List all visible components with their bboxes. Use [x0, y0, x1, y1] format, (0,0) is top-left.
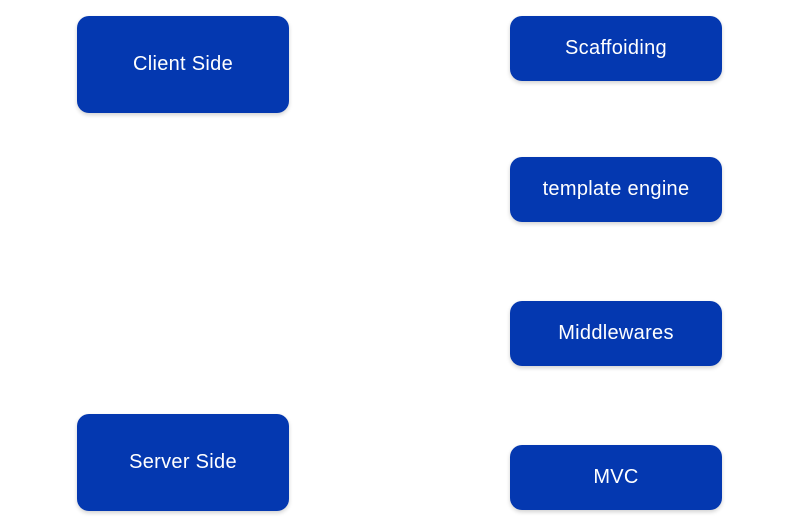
client-side-node: Client Side	[77, 16, 289, 113]
scaffolding-node: Scaffoiding	[510, 16, 722, 81]
middlewares-node: Middlewares	[510, 301, 722, 366]
template-engine-node: template engine	[510, 157, 722, 222]
mvc-node: MVC	[510, 445, 722, 510]
server-side-node: Server Side	[77, 414, 289, 511]
